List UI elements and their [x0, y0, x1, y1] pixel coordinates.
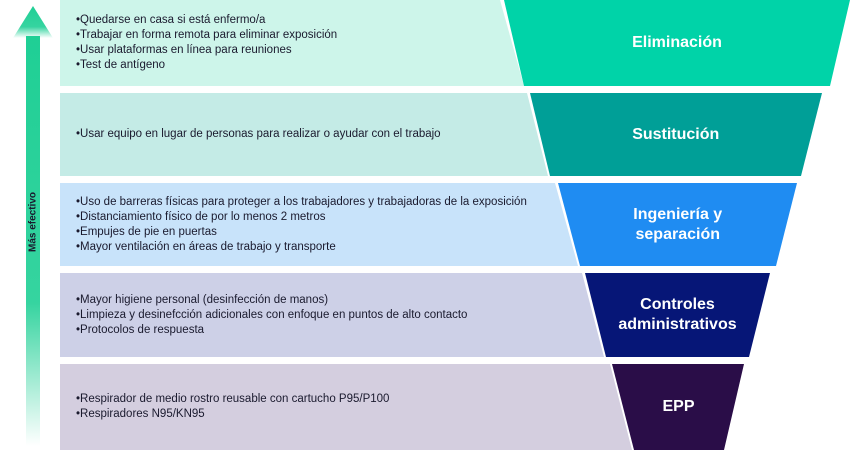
level-item: •Protocolos de respuesta [76, 323, 205, 336]
level-item: •Usar equipo en lugar de personas para r… [76, 128, 441, 140]
level-item: •Respirador de medio rostro reusable con… [76, 393, 390, 405]
level-item: •Distanciamiento físico de por lo menos … [76, 210, 326, 223]
level-items-3: •Mayor higiene personal (desinfección de… [76, 293, 467, 338]
funnel-segment-2 [558, 183, 797, 266]
funnel-segment-0 [504, 0, 850, 86]
level-band-1 [60, 93, 548, 176]
level-band-4 [60, 364, 632, 450]
level-items-2: •Uso de barreras físicas para proteger a… [76, 195, 527, 255]
arrow-head [13, 6, 53, 38]
level-item: •Usar plataformas en línea para reunione… [76, 44, 292, 56]
level-item: •Respiradores N95/KN95 [76, 408, 205, 420]
effectiveness-arrow [13, 6, 53, 446]
level-item: •Quedarse en casa si está enfermo/a [76, 14, 266, 26]
arrow-shaft [26, 36, 40, 446]
level-item: •Mayor ventilación en áreas de trabajo y… [76, 240, 336, 253]
level-label-0: Eliminación [632, 34, 722, 51]
funnel-segment-4 [612, 364, 744, 450]
level-label-1: Sustitución [632, 125, 720, 143]
level-item: •Uso de barreras físicas para proteger a… [76, 195, 527, 208]
funnel-segment-3 [585, 273, 770, 357]
level-label-4: EPP [662, 398, 695, 415]
level-label-3: Controles administrativos [618, 296, 737, 333]
level-item: •Empujes de pie en puertas [76, 225, 217, 238]
level-items-0: •Quedarse en casa si está enfermo/a •Trab… [76, 13, 337, 73]
level-band-3 [60, 273, 604, 357]
level-item: •Test de antígeno [76, 59, 166, 71]
level-items-4: •Respirador de medio rostro reusable con… [76, 392, 389, 422]
level-item: •Mayor higiene personal (desinfección de… [76, 293, 329, 306]
level-label-2: Ingeniería y separación [633, 205, 723, 243]
level-item: •Limpieza y desinefcción adicionales con… [76, 308, 468, 321]
level-items-1: •Usar equipo en lugar de personas para r… [76, 127, 441, 142]
funnel-segment-1 [530, 93, 822, 176]
level-band-0 [60, 0, 524, 86]
level-item: •Trabajar en forma remota para eliminar … [76, 29, 338, 41]
level-band-2 [60, 183, 578, 266]
